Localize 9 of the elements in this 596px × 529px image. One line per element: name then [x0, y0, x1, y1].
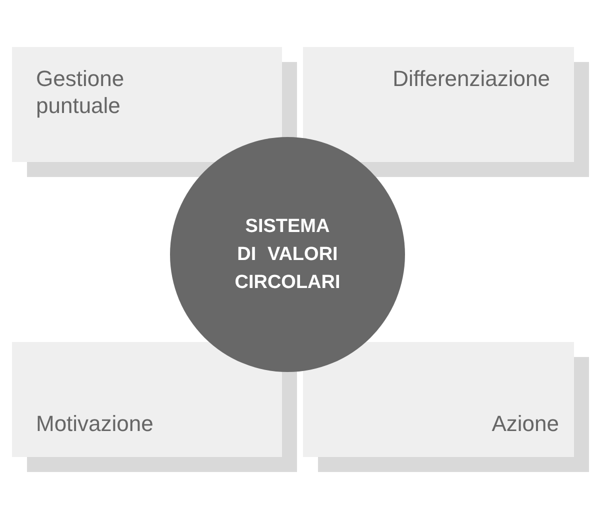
- text-box: [12, 342, 282, 457]
- circle-title: SISTEMA DI VALORI CIRCOLARI: [234, 214, 342, 294]
- text-box: [303, 342, 574, 457]
- box-label: Azione: [492, 410, 559, 437]
- box-label: Differenziazione: [392, 65, 550, 92]
- box-label: Gestione puntuale: [36, 65, 126, 119]
- box-label: Motivazione: [36, 410, 154, 437]
- text-box: [12, 47, 282, 162]
- text-box: [303, 47, 574, 162]
